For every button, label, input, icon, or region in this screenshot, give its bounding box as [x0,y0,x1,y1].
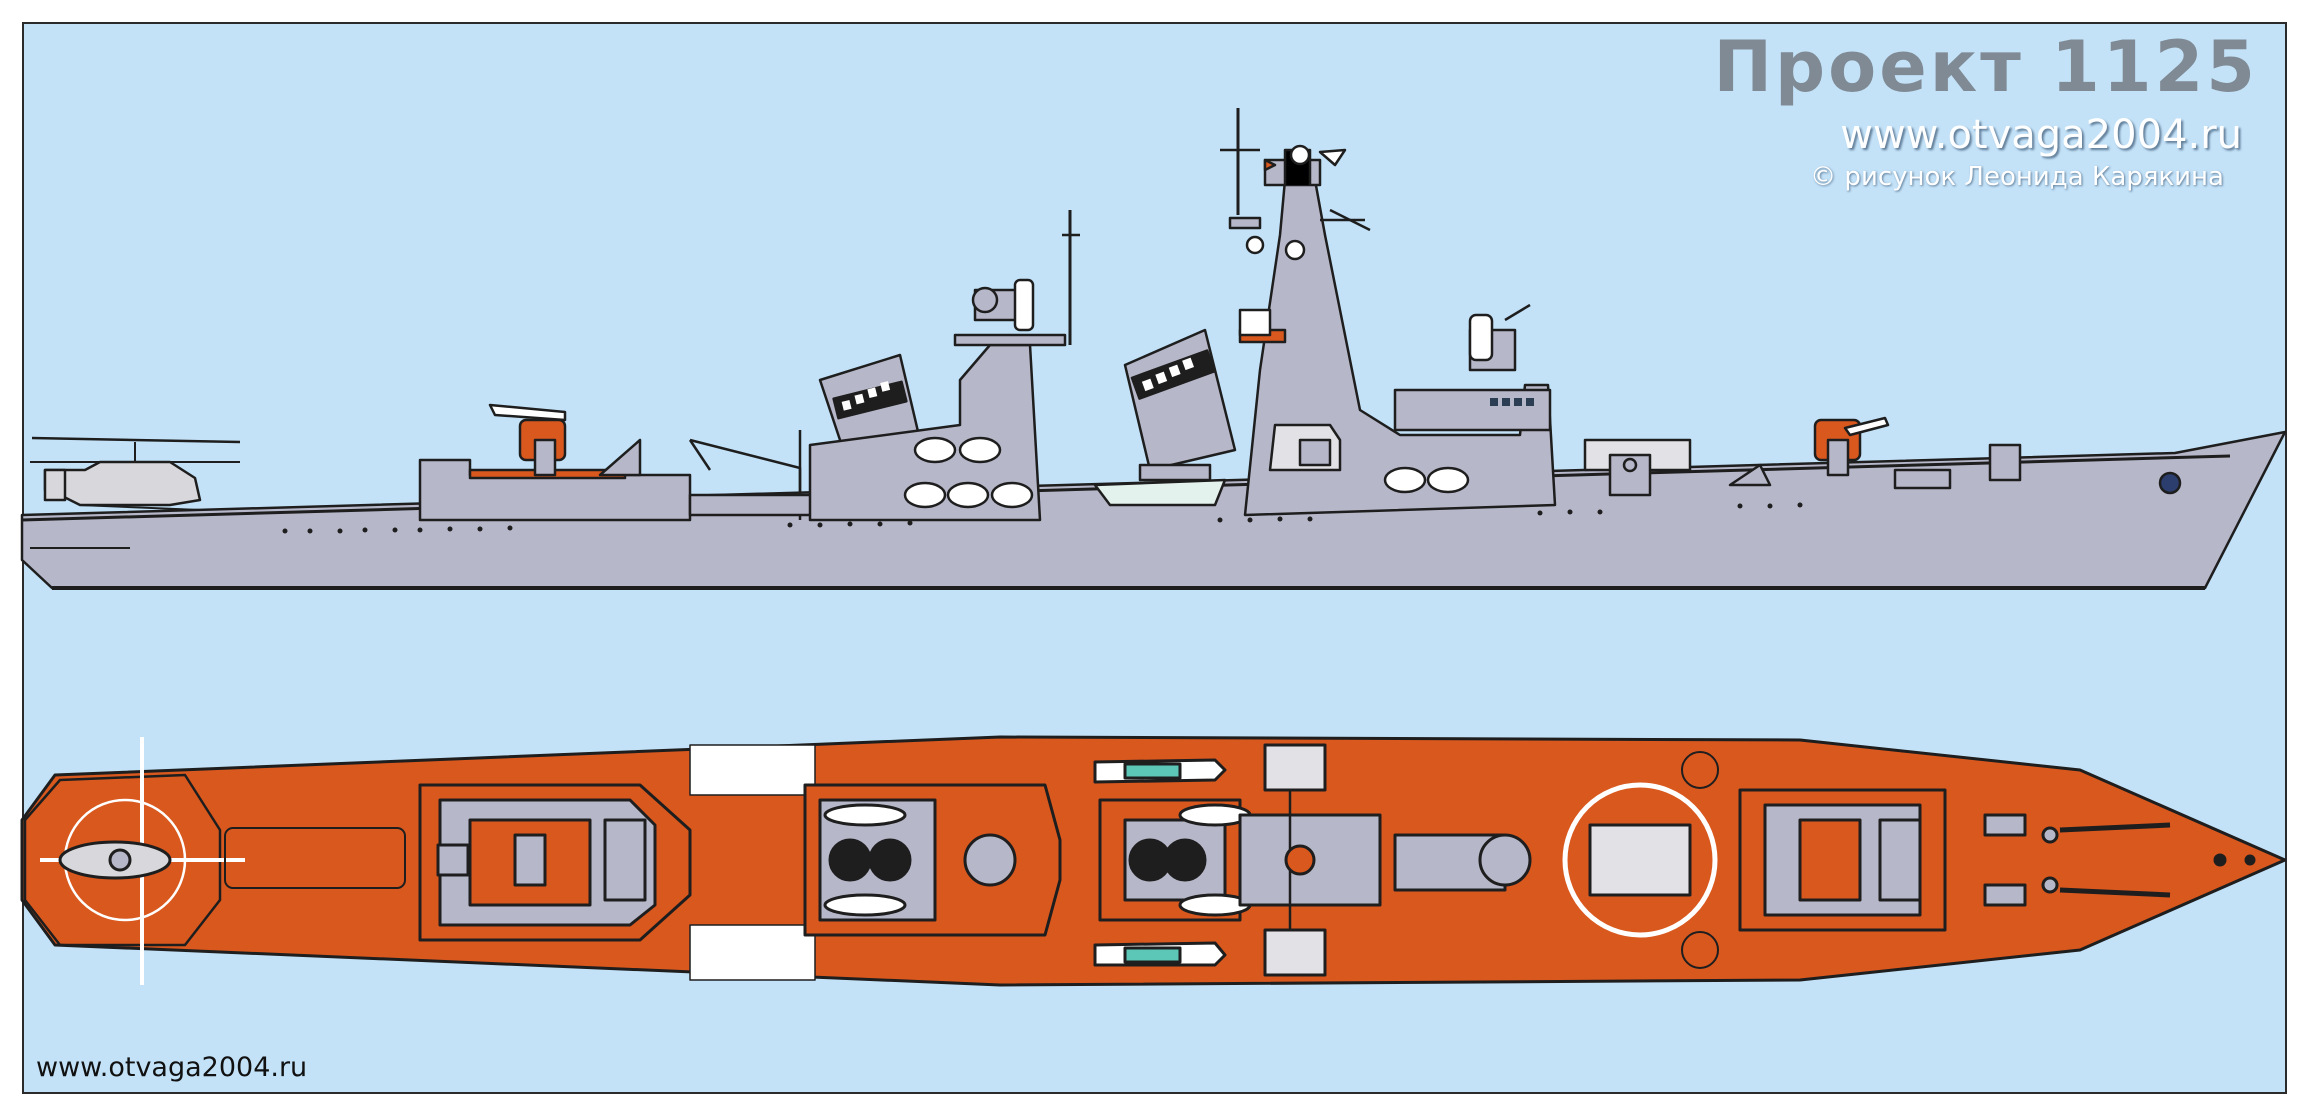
main-gun-mount [1268,423,1342,472]
launch-boat [1093,478,1227,507]
portholes [282,502,1803,534]
fore-director [1468,303,1531,372]
top-view [20,735,2287,987]
boats-aft [903,436,1034,509]
website-link-bottom[interactable]: www.otvaga2004.ru [36,1052,308,1083]
mast-top [1238,743,1532,977]
fore-funnel [1123,328,1237,472]
radar-ring [1562,782,1718,938]
fore-launcher [1583,438,1692,497]
page-title: Проект 1125 [1713,26,2258,108]
fore-gun-mount [1813,416,1890,477]
main-mast [1220,108,1371,344]
vent-grates [689,744,816,981]
aft-mast [953,210,1080,347]
bow-fittings [1983,813,2256,907]
helicopter-top [40,737,245,985]
website-link-top[interactable]: www.otvaga2004.ru [1840,112,2242,158]
artist-credit: © рисунок Леонида Карякина [1810,162,2224,192]
aft-gun-mount [488,403,567,477]
side-profile-view [20,108,2287,590]
boats-top [1093,758,1227,967]
helicopter [30,436,241,511]
